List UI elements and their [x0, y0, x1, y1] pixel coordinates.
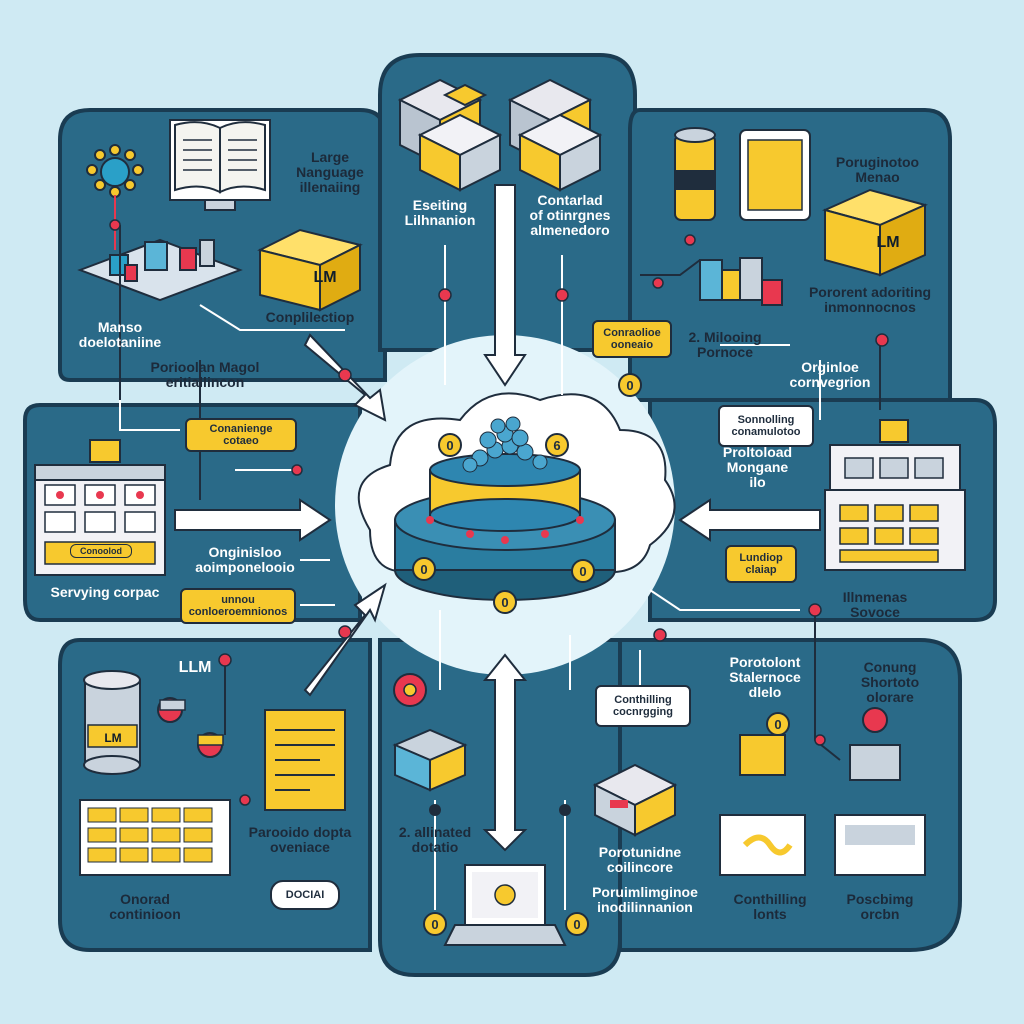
sun-gear-icon: [86, 144, 144, 250]
battery-cylinder-icon: [674, 127, 716, 221]
laptop-icon: [443, 864, 567, 946]
gear-icon: [393, 673, 427, 707]
arrow-left-in: [174, 498, 332, 542]
badge-bottom-center-left: 0: [423, 912, 447, 936]
model-optimization-label: Manso doelotaniine: [78, 319, 162, 350]
coming-shortness-label: Conung Shortoto olorare: [860, 659, 920, 705]
server-rack-icon-left: [34, 439, 166, 576]
lending-doing-tag: Lundiop claiap: [725, 545, 797, 583]
ordered-communion-label: Onorad continioon: [109, 891, 181, 922]
pointed-storage-data-label: Porotolont Stalernoce dlelo: [729, 654, 801, 700]
yellow-lm-box-2: [822, 188, 928, 277]
red-valve-icons: [157, 697, 224, 758]
spreadsheet-grid-icon: [79, 799, 231, 876]
original-conversion-label: Orginloe cornvegrion: [789, 359, 871, 390]
compliance-details-tag: Conraolioe ooneaio: [592, 320, 672, 358]
badge-top-left: 0: [438, 433, 462, 457]
storage-cans-icon: [699, 257, 783, 306]
preloaded-module-label: Proltoload Mongane ilo: [722, 444, 793, 490]
global-tag: DOCIAI: [270, 880, 340, 910]
serving-corpse-label: Servying corpac: [50, 584, 160, 600]
pointed-model-label: Porioolan Magol eritiallincon: [150, 359, 260, 390]
crate-icon: [592, 763, 678, 837]
aligned-data-label: 2. allinated dotatio: [398, 824, 472, 855]
controlled-strategies-label: Contarlad of otinrgnes almenedoro: [529, 192, 611, 238]
screening-controllers-tag: Sonnolling conamulotoo: [718, 405, 814, 447]
llm-label: LLM: [178, 659, 212, 676]
prompt-mode-label: Poruginotoo Menao: [835, 154, 920, 185]
open-book-icon: [169, 119, 271, 211]
tablet-icon: [739, 129, 811, 221]
arrow-down-top: [483, 184, 527, 387]
ai-core-cake-icon: [394, 416, 616, 601]
pointed-implementation-label: Poruimlimginoe inodilinnanion: [592, 884, 698, 915]
machinery-icon: [739, 707, 901, 781]
badge-bottom-right: 0: [766, 712, 790, 736]
arrow-right-in: [678, 498, 821, 542]
badge-bottom-left: 0: [412, 557, 436, 581]
server-cluster-icon: [397, 78, 603, 192]
buried-conversations-tag: unnou conloeroemnionos: [180, 588, 296, 624]
large-language-label: Large Nanguage illenaiing: [296, 149, 364, 195]
database-cylinder-icon: [83, 670, 141, 775]
server-rack-icon-right: [824, 419, 966, 571]
controlling-converging-tag: Conthilling cocnrgging: [595, 685, 691, 727]
controlling-tools-label: Conthilling lonts: [733, 891, 807, 922]
badge-bottom-center: 0: [493, 590, 517, 614]
badge-top-right: 6: [545, 433, 569, 457]
knowledge-centers-tag: Conanienge cotaeo: [185, 418, 297, 452]
document-icon: [264, 709, 346, 811]
original-components-label: Onginisloo aoimponelooio: [195, 544, 295, 575]
rack-panel-tag: Conoolod: [70, 544, 132, 558]
pointed-adjusting-label: Pororent adoriting inmonnocnos: [808, 284, 932, 315]
existing-utilization-label: Eseiting Lilhnanion: [404, 197, 476, 228]
lm-box-label-3: LM: [104, 731, 122, 745]
lumenous-service-label: Illnmenas Sovoce: [842, 589, 908, 620]
arrow-vertical-bottom: [482, 653, 528, 852]
pointed-collections-label: Porotunidne coilincore: [598, 844, 682, 875]
arrow-to-bottom-left: [303, 582, 387, 697]
compliance-label: Conplilectiop: [265, 309, 355, 325]
lm-box-label-2: LM: [876, 234, 900, 251]
monitor-icon: [719, 814, 926, 876]
yellow-lm-box-1: [257, 228, 363, 312]
periodic-deploy-label: Parooido dopta oveniace: [248, 824, 352, 855]
badge-bottom-center-right: 0: [565, 912, 589, 936]
pending-condition-label: Poscbimg orcbn: [846, 891, 914, 922]
lm-box-label-1: LM: [313, 269, 337, 286]
small-box-icon: [392, 728, 468, 792]
multi-wording-label: 2. Milooing Pornoce: [688, 329, 762, 360]
badge-left-middle: 0: [618, 373, 642, 397]
panel-top-left: [58, 108, 387, 382]
badge-bottom-right: 0: [571, 559, 595, 583]
